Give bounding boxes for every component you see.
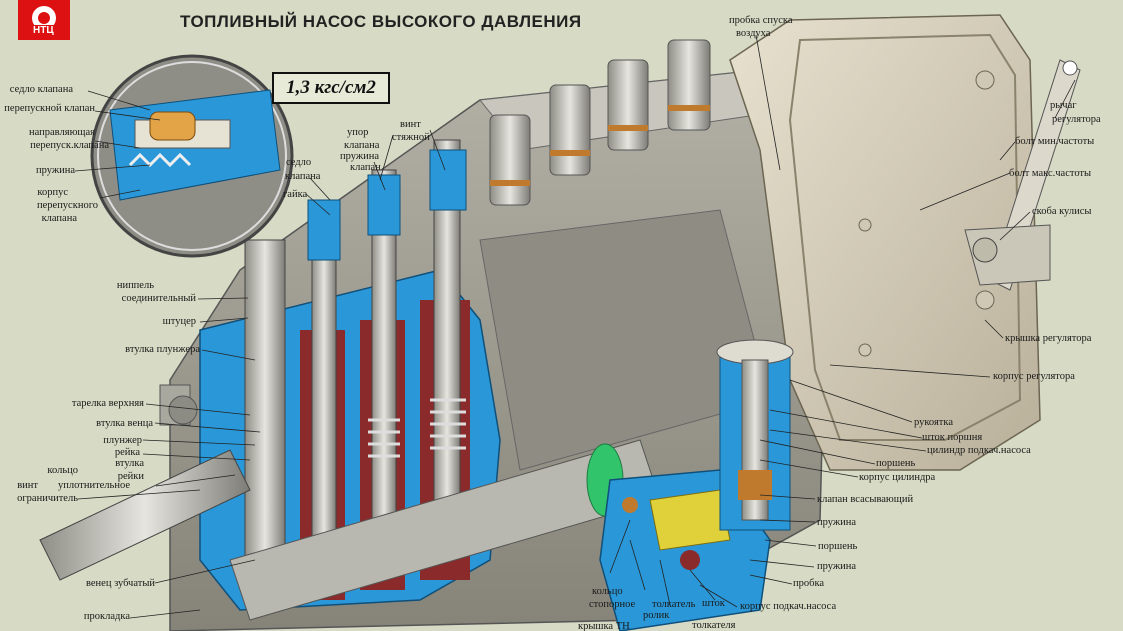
label-vint-2: ограничитель (17, 493, 78, 504)
label-upor-2: клапана (344, 140, 380, 151)
label-skoba: скоба кулисы (1032, 206, 1092, 217)
label-napravl-2: перепуск.клапана (30, 140, 109, 151)
label-pruzhina-3: пружина (817, 517, 856, 528)
label-rychag-2: регулятора (1052, 114, 1101, 125)
label-pruzhina-2b: клапан (350, 162, 381, 173)
label-perepusk-klapan: перепускной клапан (4, 103, 95, 114)
label-vint-1: винт (17, 480, 38, 491)
label-pruzhina-1: пружина (36, 165, 75, 176)
label-tolkatel: толкатель (652, 599, 696, 610)
label-korpus-pk-2: перепускного (37, 200, 98, 211)
leader-lines (74, 34, 1076, 619)
label-bolt-min: болт мин.частоты (1015, 136, 1095, 147)
label-probka-2b: пробка (793, 578, 825, 589)
label-probka-1: пробка спуска (729, 15, 793, 26)
label-rychag-1: рычаг (1050, 100, 1077, 111)
label-pruzhina-2a: пружина (340, 151, 379, 162)
hand-primer-pump (716, 339, 794, 531)
label-shtok-t-1: шток (702, 598, 725, 609)
label-vtulka-venca: втулка венца (96, 418, 153, 429)
diagram-title: ТОПЛИВНЫЙ НАСОС ВЫСОКОГО ДАВЛЕНИЯ (180, 12, 582, 31)
label-kryshka-reg: крышка регулятора (1005, 333, 1092, 344)
label-upor-1: упор (347, 127, 369, 138)
label-probka-2: воздуха (736, 28, 771, 39)
control-rack (39, 384, 251, 581)
label-reika-1: рейка (114, 447, 140, 458)
label-nippel-1: ниппель (116, 280, 154, 291)
label-porshen-1: поршень (876, 458, 916, 469)
label-korpus-pk-1: корпус (37, 187, 68, 198)
label-klapan-vs: клапан всасывающий (817, 494, 914, 505)
label-nippel-2: соединительный (121, 293, 196, 304)
label-sedlo-2a: седло (286, 157, 312, 168)
label-rolik: ролик (643, 610, 670, 621)
label-sedlo-2b: клапана (285, 171, 321, 182)
label-bolt-max: болт макс.частоты (1009, 168, 1092, 179)
label-kryshka-tn: крышка ТН (578, 621, 630, 631)
label-shtok-porshnya: шток поршня (922, 432, 983, 443)
label-gaika: гайка (283, 189, 308, 200)
label-plunzher: плунжер (103, 435, 142, 446)
label-kolco-2: уплотнительное (58, 480, 130, 491)
bypass-valve-inset (90, 54, 294, 258)
label-vint-styazh-2: стяжной (392, 132, 430, 143)
label-pruzhina-4: пружина (817, 561, 856, 572)
label-napravl-1: направляющая (29, 127, 95, 138)
label-shtucer: штуцер (162, 316, 196, 327)
label-vtulka-plunzhera: втулка плунжера (125, 344, 200, 355)
cutaway-section (199, 139, 501, 611)
label-venec: венец зубчатый (86, 578, 155, 589)
label-prokladka: прокладка (83, 611, 130, 622)
label-korpus-cil: корпус цилиндра (859, 472, 936, 483)
label-korpus-pn: корпус подкач.насоса (740, 601, 837, 612)
label-tarelka: тарелка верхняя (71, 398, 144, 409)
logo-text: НТЦ (30, 25, 57, 36)
label-kolco-1: кольцо (47, 465, 78, 476)
delivery-valve-holders (489, 39, 711, 206)
label-shtok-t-2: толкателя (692, 620, 736, 631)
regulator-housing (729, 14, 1081, 471)
pressure-box: 1,3 кгс/см2 (272, 72, 390, 104)
label-sedlo-klapana: седло клапана (9, 84, 73, 95)
label-korpus-pk-3: клапана (41, 213, 77, 224)
label-vtulka-1: втулка (115, 458, 144, 469)
label-kolco-st-2: стопорное (589, 599, 636, 610)
label-porshen-2: поршень (818, 541, 858, 552)
label-korpus-reg: корпус регулятора (993, 371, 1075, 382)
label-reiki-1: рейки (117, 471, 144, 482)
label-kolco-st-1: кольцо (592, 586, 623, 597)
label-vint-styazh-1: винт (400, 119, 421, 130)
label-cilindr-pn: цилиндр подкач.насоса (927, 445, 1031, 456)
label-rukoyatka: рукоятка (914, 417, 954, 428)
